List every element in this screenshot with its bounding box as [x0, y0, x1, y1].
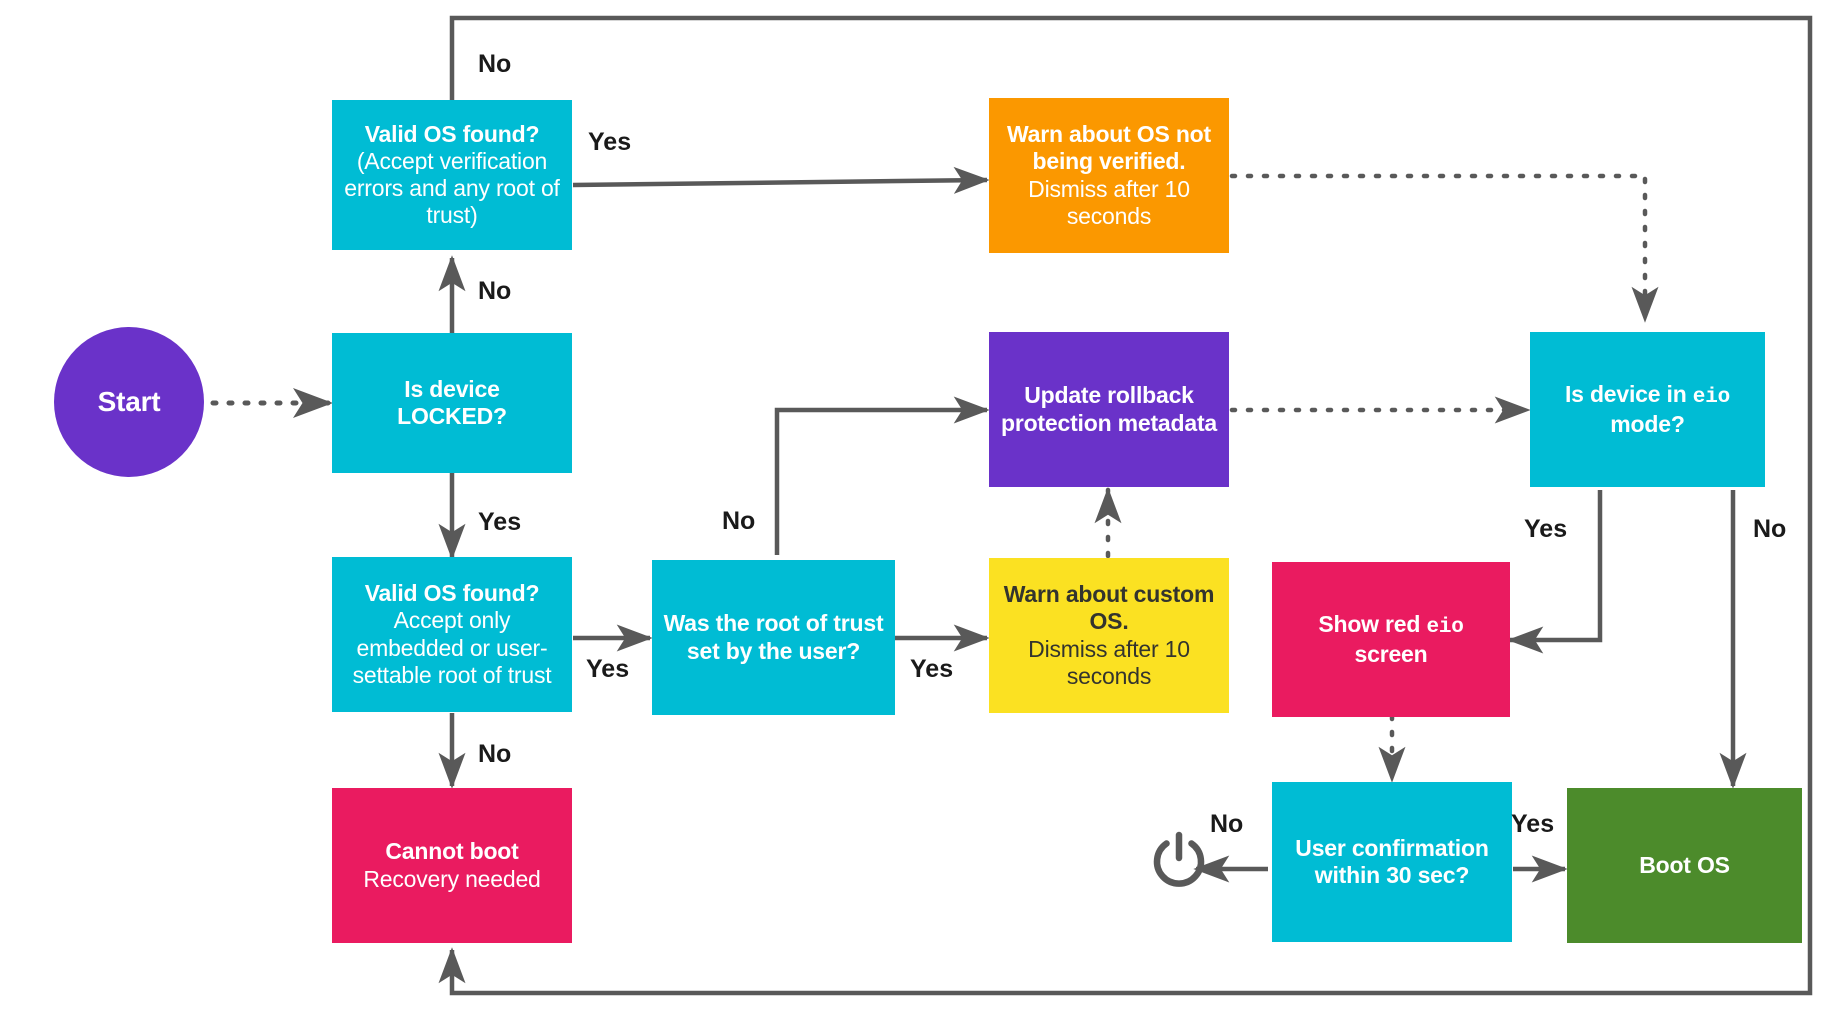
edge-label-yes-user-confirm: Yes [1511, 810, 1555, 838]
node-show-red-eio-line2: screen [1354, 640, 1428, 667]
edge-label-yes-root-of-trust: Yes [910, 655, 954, 683]
edge-label-no-valid-locked-cannot-boot: No [478, 740, 512, 768]
edge-valid-unlocked-yes-to-warn [572, 166, 990, 194]
node-start[interactable]: Start [54, 327, 204, 477]
edge-eio-yes-to-red-screen [1507, 490, 1603, 654]
node-valid-os-locked-sub: Accept only embedded or user-settable ro… [352, 607, 552, 688]
node-is-device-locked[interactable]: Is device LOCKED? [332, 333, 572, 473]
node-valid-os-locked[interactable]: Valid OS found? Accept only embedded or … [332, 557, 572, 712]
edge-label-no-root-of-trust: No [722, 507, 756, 535]
node-warn-custom-os[interactable]: Warn about custom OS. Dismiss after 10 s… [989, 558, 1229, 713]
node-boot-os[interactable]: Boot OS [1567, 788, 1802, 943]
node-cannot-boot-title: Cannot boot [385, 838, 519, 865]
edge-warn-verified-to-eio [1229, 173, 1659, 323]
node-warn-not-verified[interactable]: Warn about OS not being verified. Dismis… [989, 98, 1229, 253]
edge-label-yes-locked: Yes [478, 508, 522, 536]
node-start-label: Start [97, 386, 161, 418]
node-is-device-locked-line1: Is device [404, 375, 500, 402]
node-warn-not-verified-sub: Dismiss after 10 seconds [1028, 175, 1190, 229]
edge-root-no-to-rollback [774, 396, 990, 555]
node-valid-os-unlocked[interactable]: Valid OS found? (Accept verification err… [332, 100, 572, 250]
edge-label-no-locked-to-valid-unlocked: No [478, 277, 512, 305]
node-is-device-eio-mono: eio [1692, 386, 1731, 410]
node-valid-os-unlocked-sub: (Accept verification errors and any root… [344, 147, 560, 229]
node-show-red-eio-line1: Show red eio [1318, 611, 1464, 641]
node-warn-custom-os-title: Warn about custom OS. [1003, 581, 1215, 635]
node-update-rollback-title: Update rollback protection metadata [1000, 382, 1217, 436]
node-show-red-eio-part1: Show red [1318, 611, 1427, 638]
node-user-confirmation-title: User confirmation within 30 sec? [1295, 834, 1489, 888]
node-is-device-eio-title: Is device in eio mode? [1538, 381, 1757, 438]
node-is-device-eio-part2: mode? [1610, 410, 1685, 437]
node-is-device-locked-line2: LOCKED? [397, 403, 507, 429]
power-icon [1148, 828, 1210, 890]
node-warn-custom-os-sub: Dismiss after 10 seconds [1028, 635, 1190, 689]
node-is-device-eio[interactable]: Is device in eio mode? [1530, 332, 1765, 487]
node-root-of-trust-user[interactable]: Was the root of trust set by the user? [652, 560, 895, 715]
node-show-red-eio-screen[interactable]: Show red eio screen [1272, 562, 1510, 717]
edge-label-yes-eio: Yes [1524, 515, 1568, 543]
edge-label-yes-valid-locked-root: Yes [586, 655, 630, 683]
node-cannot-boot-sub: Recovery needed [363, 865, 541, 892]
node-update-rollback[interactable]: Update rollback protection metadata [989, 332, 1229, 487]
node-valid-os-unlocked-title: Valid OS found? [364, 120, 540, 147]
node-valid-os-locked-title: Valid OS found? [364, 580, 540, 607]
node-warn-not-verified-title: Warn about OS not being verified. [1006, 121, 1211, 175]
node-cannot-boot[interactable]: Cannot boot Recovery needed [332, 788, 572, 943]
edge-label-no-eio: No [1753, 515, 1787, 543]
edge-label-no-top-loop: No [478, 50, 512, 78]
edge-label-yes-valid-unlocked: Yes [588, 128, 632, 156]
node-boot-os-title: Boot OS [1639, 851, 1730, 878]
node-user-confirmation[interactable]: User confirmation within 30 sec? [1272, 782, 1512, 942]
node-show-red-eio-mono: eio [1426, 616, 1464, 640]
edge-label-no-user-confirm: No [1210, 810, 1244, 838]
node-root-of-trust-user-title: Was the root of trust set by the user? [663, 610, 884, 664]
node-is-device-eio-part1: Is device in [1564, 381, 1693, 408]
